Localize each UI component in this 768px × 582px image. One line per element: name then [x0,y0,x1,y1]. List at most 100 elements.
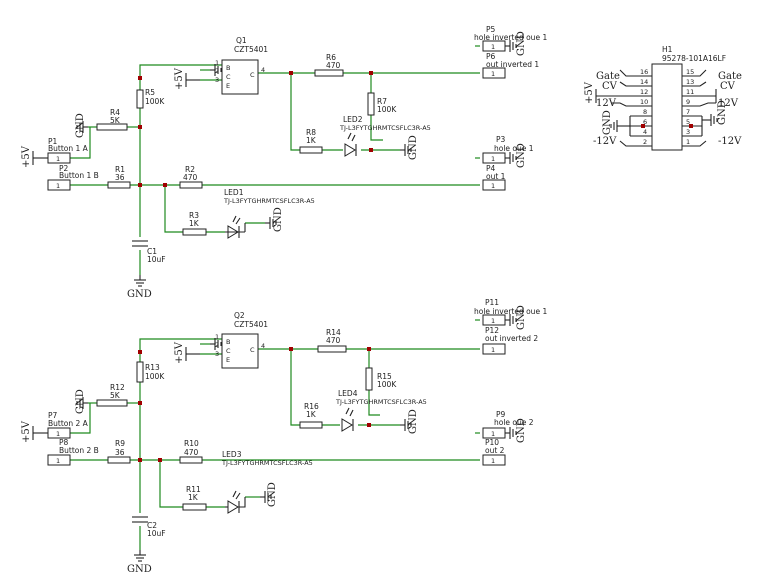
p8-ref: P8 [59,438,69,447]
c1-val: 10uF [147,255,166,264]
r10-ref: R10 [184,439,199,448]
p3-ref: P3 [496,135,506,144]
r13-val: 100K [145,372,165,381]
h1-pin-15: 15 [686,68,694,76]
q1-pin3: 3 [215,76,219,84]
gnd-led4: GND [408,409,419,434]
h1-r-gnd: GND [717,100,728,125]
r16-val: 1K [306,410,317,419]
p11-ref: P11 [485,298,499,307]
h1-left-pins: 16 14 12 10 8 6 4 2 [640,68,648,146]
gnd-p5: GND [516,31,527,56]
p12-name: out inverted 2 [485,334,538,343]
gnd-led3: GND [267,482,278,507]
r4-val: 5K [110,116,121,125]
p7-vcc: +5V [21,420,32,443]
r14-ref: R14 [326,328,341,337]
h1-ref: H1 [662,45,673,54]
p2-pin: 1 [56,182,60,190]
h1-pin-10: 10 [640,98,648,106]
h1-pin-3: 3 [686,128,690,136]
r8-val: 1K [306,136,317,145]
gnd-p3: GND [516,143,527,168]
p10-ref: P10 [485,438,499,447]
led4-part: TJ-L3FYTGHRMTCSFLC3R-A5 [335,398,427,406]
r12-ref: R12 [110,383,125,392]
p8-pin: 1 [56,457,60,465]
h1-pin-7: 7 [686,108,690,116]
junctions-1 [138,71,373,187]
p4-ref: P4 [486,164,496,173]
r9-ref: R9 [115,439,125,448]
resistors-2: R13 100K R12 5K GND R9 36 R10 470 R11 1K… [75,328,397,511]
gnd-led1: GND [273,207,284,232]
p9-ref: P9 [496,410,506,419]
p1-pin: 1 [56,155,60,163]
q1-b: B [226,64,230,72]
r11-val: 1K [188,493,199,502]
p1-ref: P1 [48,137,58,146]
q2-cr: C [250,346,255,354]
q2-pin3: 3 [215,350,219,358]
q1-c: C [226,73,231,81]
p6-pin: 1 [491,70,495,78]
cap-c1: C1 10uF GND [127,240,166,300]
h1-right-labels: Gate CV 12V -12V GND [717,71,742,147]
h1-pin-2: 2 [643,138,647,146]
r1-ref: R1 [115,165,125,174]
q2-pin2: 2 [215,341,219,349]
p8-name: Button 2 B [59,446,99,455]
r3-val: 1K [189,219,200,228]
h1-r-12v: 12V [718,98,739,109]
h1-pin-8: 8 [643,108,647,116]
transistor-q2: Q2 CZT5401 1 2 3 4 B C E C +5V [174,311,268,369]
r7-val: 100K [377,105,397,114]
p12-ref: P12 [485,326,499,335]
h1-pin-11: 11 [686,88,694,96]
r9-val: 36 [115,448,125,457]
r15-ref: R15 [377,372,392,381]
h1-l-5v: +5V [584,81,595,104]
q1-ref: Q1 [236,36,247,45]
p7-ref: P7 [48,411,58,420]
p11-name: hole inverted oue 1 [474,307,547,316]
p10-name: out 2 [485,446,505,455]
h1-l-cv: CV [602,81,618,92]
q1-pin1: 1 [215,59,219,67]
r2-ref: R2 [185,165,195,174]
gnd-p11: GND [516,305,527,330]
p7-pin: 1 [56,430,60,438]
r1-val: 36 [115,173,125,182]
cap-c2: C2 10uF GND [127,516,166,575]
leds-2: LED3 TJ-L3FYTGHRMTCSFLC3R-A5 GND LED4 TJ… [221,389,427,514]
p2-ref: P2 [59,164,69,173]
r5-val: 100K [145,97,165,106]
gnd-led2: GND [408,135,419,160]
r3-ref: R3 [189,211,199,220]
r10-val: 470 [184,448,199,457]
q1-part: CZT5401 [234,45,268,54]
led1-part: TJ-L3FYTGHRMTCSFLC3R-A5 [223,197,315,205]
c1-ref: C1 [147,247,157,256]
r2-val: 470 [183,173,198,182]
header-h1: H1 95278-101A16LF 16 14 12 10 8 6 4 2 15… [584,45,742,151]
led3-part: TJ-L3FYTGHRMTCSFLC3R-A5 [221,459,313,467]
h1-l-m12v: -12V [593,136,617,147]
p3-name: hole oue 1 [494,144,534,153]
wires-2 [70,319,480,550]
r6-val: 470 [326,61,341,70]
h1-right-pins: 15 13 11 9 7 5 3 1 [686,68,694,146]
h1-pin-13: 13 [686,78,694,86]
h1-pin-5: 5 [686,118,690,126]
r12-val: 5K [110,391,121,400]
r6-ref: R6 [326,53,336,62]
r7-ref: R7 [377,97,387,106]
p4-name: out 1 [486,172,506,181]
gnd-c2: GND [127,564,152,575]
h1-left-labels: Gate CV 12V -12V +5V GND [584,71,620,147]
q2-pin4: 4 [261,342,265,350]
p9-pin: 1 [491,430,495,438]
h1-wires [595,69,718,147]
h1-l-12v: 12V [596,98,617,109]
